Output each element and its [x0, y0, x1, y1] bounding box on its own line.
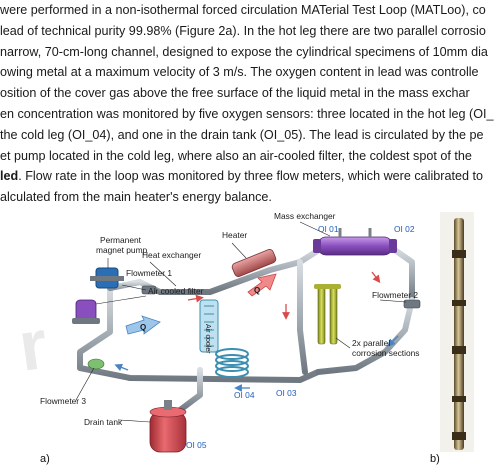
heat-q-label: Q [254, 286, 260, 295]
sensor-ol02: OI 02 [394, 224, 415, 234]
air-cooler-label: Air cooler [204, 324, 211, 354]
drain-tank [149, 400, 187, 453]
flowmeter-2-device [403, 299, 421, 309]
label-heater: Heater [222, 230, 247, 240]
panel-label-a: a) [40, 453, 50, 465]
air-cooler: Air cooler [199, 299, 219, 354]
air-cooled-filter [72, 299, 100, 324]
text-line-9-bold: led [0, 169, 19, 184]
label-drain-tank: Drain tank [84, 417, 123, 427]
specimen-rod-photo [440, 212, 474, 452]
text-line-3: narrow, 70-cm-long channel, designed to … [0, 44, 488, 59]
label-heat-exchanger: Heat exchanger [142, 250, 201, 260]
paper-text-excerpt: were performed in a non-isothermal force… [0, 0, 494, 208]
component-labels: Permanent magnet pump Heater Mass exchan… [40, 211, 420, 427]
label-flowmeter-3: Flowmeter 3 [40, 396, 86, 406]
permanent-magnet-pump [90, 267, 124, 289]
sensor-ol05: OI 05 [186, 440, 207, 450]
label-flowmeter-1: Flowmeter 1 [126, 268, 172, 278]
text-line-4: owing metal at a maximum velocity of 3 m… [0, 65, 479, 80]
sensor-ol03: OI 03 [276, 388, 297, 398]
oxygen-sensor-labels: OI 01 OI 02 OI 03 OI 04 OI 05 [186, 224, 415, 450]
label-mass-exchanger: Mass exchanger [274, 211, 336, 221]
panel-label-b: b) [430, 453, 440, 465]
flowmeter-1-device [141, 285, 157, 295]
heater-unit [231, 249, 277, 277]
label-permanent-magnet-pump-line2: magnet pump [96, 245, 148, 255]
text-line-7: the cold leg (OI_04), and one in the dra… [0, 127, 484, 142]
label-flowmeter-2: Flowmeter 2 [372, 290, 418, 300]
flow-arrows [114, 271, 399, 392]
text-line-10: alculated from the main heater's energy … [0, 190, 272, 205]
mass-exchanger [313, 228, 397, 256]
label-permanent-magnet-pump-line1: Permanent [100, 235, 142, 245]
corrosion-sections [314, 284, 341, 345]
watermark: r [14, 305, 52, 386]
text-line-9-rest: . Flow rate in the loop was monitored by… [18, 169, 483, 184]
label-corrosion-line1: 2x parallel [352, 338, 390, 348]
sensor-ol01: OI 01 [318, 224, 339, 234]
text-line-5: osition of the cover gas above the free … [0, 86, 470, 101]
cool-q-label: Q [140, 323, 146, 332]
heat-output-arrow-2: Q [125, 315, 161, 335]
text-line-8: et pump located in the cold leg, where a… [0, 148, 472, 163]
text-line-2: lead of technical purity 99.98% (Figure … [0, 23, 486, 38]
text-line-1: were performed in a non-isothermal force… [0, 3, 486, 17]
heat-input-arrow-1: Q [247, 273, 277, 297]
flowmeter-3-device [87, 358, 105, 370]
sensor-ol04: OI 04 [234, 390, 255, 400]
leader-lines [75, 221, 407, 423]
heat-exchanger-coil [215, 348, 249, 378]
label-air-cooled-filter: Air cooled filter [148, 286, 204, 296]
matloop-figure: r Q Q [14, 211, 474, 465]
label-corrosion-line2: corrosion sections [352, 348, 420, 358]
text-line-6: en concentration was monitored by five o… [0, 106, 494, 121]
text-line-9: led. Flow rate in the loop was monitored… [0, 166, 483, 187]
